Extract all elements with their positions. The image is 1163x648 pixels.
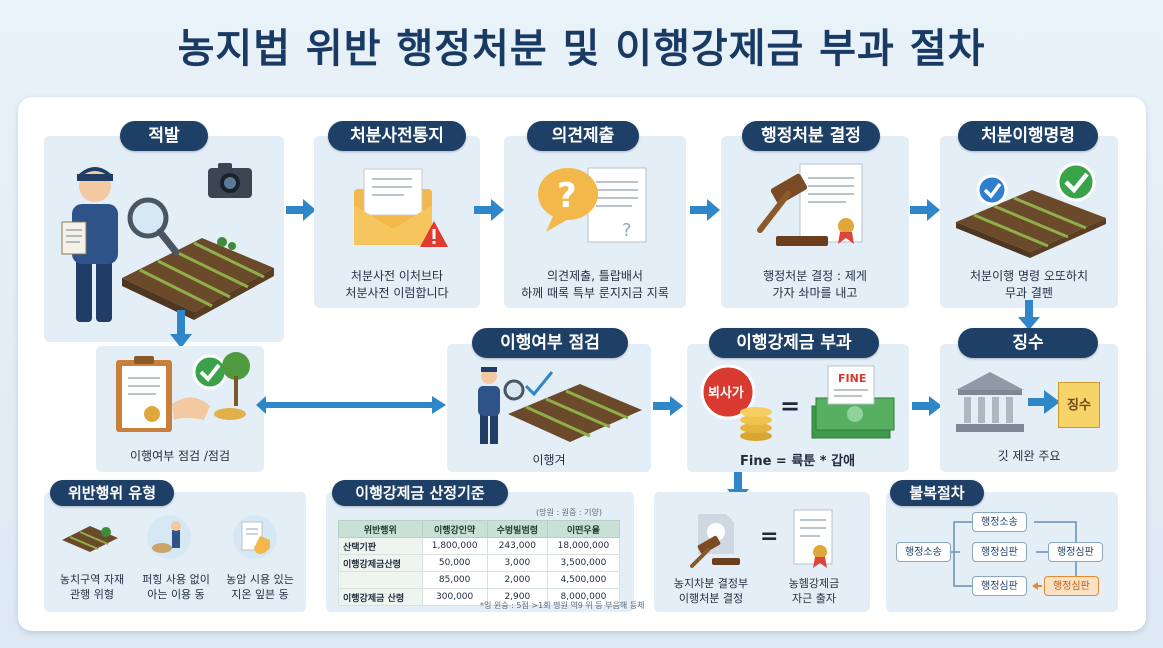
collect-caption: 깃 제완 주요: [997, 449, 1061, 463]
prenotice-label: 처분사전통지: [328, 121, 466, 151]
arrow-order-down: [1018, 300, 1040, 330]
appeal-label: 불복절차: [890, 480, 984, 506]
impose-badge-text: 뵈사가: [708, 386, 744, 401]
fine-money-icon: [700, 364, 895, 441]
speech-document-icon: ? ?: [538, 167, 647, 243]
fine-word: FINE: [838, 372, 867, 385]
violation-field-icon: [62, 526, 118, 552]
result-equals: =: [760, 524, 779, 549]
table-cell: 3,500,000: [546, 554, 621, 572]
arrow-decision-to-order: [910, 199, 940, 221]
impose-equals: =: [780, 392, 801, 420]
table-row: 이행강제금산령 50,000 3,000 3,500,000: [338, 554, 621, 572]
bank-icon: [956, 372, 1060, 432]
table-cell: 3,000: [486, 554, 548, 572]
impose-formula: Fine = 륙툰 * 갑애: [740, 454, 856, 469]
table-header: 이행강인약: [421, 520, 488, 538]
arrow-opinion-to-decision: [690, 199, 720, 221]
checked-field-icon: [956, 162, 1106, 258]
table-cell: 18,000,000: [546, 537, 621, 555]
opinion-caption: 의견제출, 틀랍배서 하께 때록 특부 룬지지금 지록: [521, 269, 669, 300]
table-cell: 8,000,000: [546, 588, 621, 606]
inspector-illustration: [61, 163, 274, 322]
table-cell: 4,500,000: [546, 571, 621, 589]
violations-label: 위반행위 유형: [50, 480, 174, 506]
appeal-node-litigation-top: 행정소송: [972, 512, 1027, 532]
violation-document-icon: [233, 515, 277, 559]
violation-caption-3: 농암 시용 있는 지온 잎븐 동: [226, 573, 294, 601]
arrow-inspect-to-impose: [653, 396, 683, 416]
table-header: 수벙빌범령: [486, 520, 548, 538]
arrow-check-to-inspect: [256, 396, 446, 414]
criteria-label: 이행강제금 산정기준: [332, 480, 508, 506]
violation-person-icon: [147, 515, 191, 559]
svg-text:?: ?: [557, 176, 577, 216]
table-header: 위반행위: [338, 520, 423, 538]
table-cell: [338, 571, 423, 589]
table-cell: 2,900: [486, 588, 548, 606]
criteria-unit-note: (망원 : 원증 : 기양): [536, 508, 602, 517]
table-row: 이행강제금 산령 300,000 2,900 8,000,000: [338, 588, 621, 606]
detect-label: 적발: [120, 121, 208, 151]
appeal-flow-connectors: [946, 521, 1077, 590]
violation-caption-1: 농치구역 자재 관행 위형: [59, 573, 125, 601]
order-caption: 처분이행 명령 오또하치 무과 결펜: [969, 269, 1089, 300]
result-card: [654, 492, 870, 612]
field-inspector-icon: [478, 367, 642, 444]
table-cell: 243,000: [486, 537, 548, 555]
table-cell: 이행강제금산령: [338, 554, 423, 572]
table-row: 85,000 2,000 4,500,000: [338, 571, 621, 589]
table-cell: 2,000: [486, 571, 548, 589]
result-certificate-icon: [793, 509, 833, 568]
table-cell: 산택기판: [338, 537, 423, 555]
appeal-node-trial-right: 행정심판: [1048, 542, 1103, 562]
table-cell: 300,000: [421, 588, 488, 606]
appeal-node-trial-mid: 행정심판: [972, 542, 1027, 562]
svg-text:?: ?: [622, 220, 632, 241]
appeal-node-trial-bottom: 행정심판: [972, 576, 1027, 596]
arrow-impose-to-collect: [912, 396, 942, 416]
inspect-caption: 이행겨: [532, 453, 566, 467]
table-cell: 50,000: [421, 554, 488, 572]
envelope-warning-icon: [354, 168, 448, 247]
camera-icon: [208, 163, 252, 198]
appeal-node-trial-highlight: 행정심판: [1044, 576, 1099, 596]
appeal-node-litigation-left: 행정소송: [896, 542, 951, 562]
table-header: 이떤우율: [546, 520, 621, 538]
violation-caption-2: 퍼힝 사용 없이 아는 이용 동: [142, 573, 210, 601]
table-cell: 이행강제금 산령: [338, 588, 423, 606]
collect-label: 징수: [958, 328, 1098, 358]
opinion-label: 의견제출: [527, 121, 639, 151]
table-header-row: 위반행위 이행강인약 수벙빌범령 이떤우율: [338, 520, 621, 538]
collect-stamp: 징수: [1058, 382, 1100, 428]
table-cell: 85,000: [421, 571, 488, 589]
page-title: 농지법 위반 행정처분 및 이행강제금 부과 절차: [177, 26, 986, 72]
result-left-caption: 농지차분 결정부 이행처분 결정: [673, 577, 749, 605]
magnifier-icon: [127, 197, 180, 256]
criteria-footnote: *잉 윈숭 : 5점 >1회 명원 역9 위 등 부음해 등체: [480, 601, 645, 610]
prenotice-caption: 처분사전 이처브타 처분사전 이럼합니다: [345, 269, 449, 300]
decision-label: 행정처분 결정: [742, 121, 880, 151]
farm-field-icon: [122, 237, 274, 320]
table-row: 산택기판 1,800,000 243,000 18,000,000: [338, 537, 621, 555]
arrow-detect-to-prenotice: [286, 199, 316, 221]
arrow-prenotice-to-opinion: [474, 199, 504, 221]
check-doc-caption: 이행여부 점검 /점검: [130, 449, 230, 463]
criteria-table: 위반행위 이행강인약 수벙빌범령 이떤우율 산택기판 1,800,000 243…: [338, 520, 621, 606]
gavel-document-icon: [757, 163, 863, 246]
order-label: 처분이행명령: [958, 121, 1098, 151]
result-right-caption: 농헴강제금 자근 출자: [788, 577, 840, 605]
inspector-icon: [61, 167, 118, 322]
result-gavel-icon: [690, 514, 740, 568]
impose-label: 이행강제금 부과: [709, 328, 879, 358]
clipboard-check-icon: [116, 352, 250, 432]
inspect-label: 이행여부 점검: [472, 328, 628, 358]
arrow-detect-down: [170, 310, 192, 348]
decision-caption: 행정처분 결정 : 제게 가자 솨마를 내고: [763, 269, 867, 300]
table-cell: 1,800,000: [421, 537, 488, 555]
